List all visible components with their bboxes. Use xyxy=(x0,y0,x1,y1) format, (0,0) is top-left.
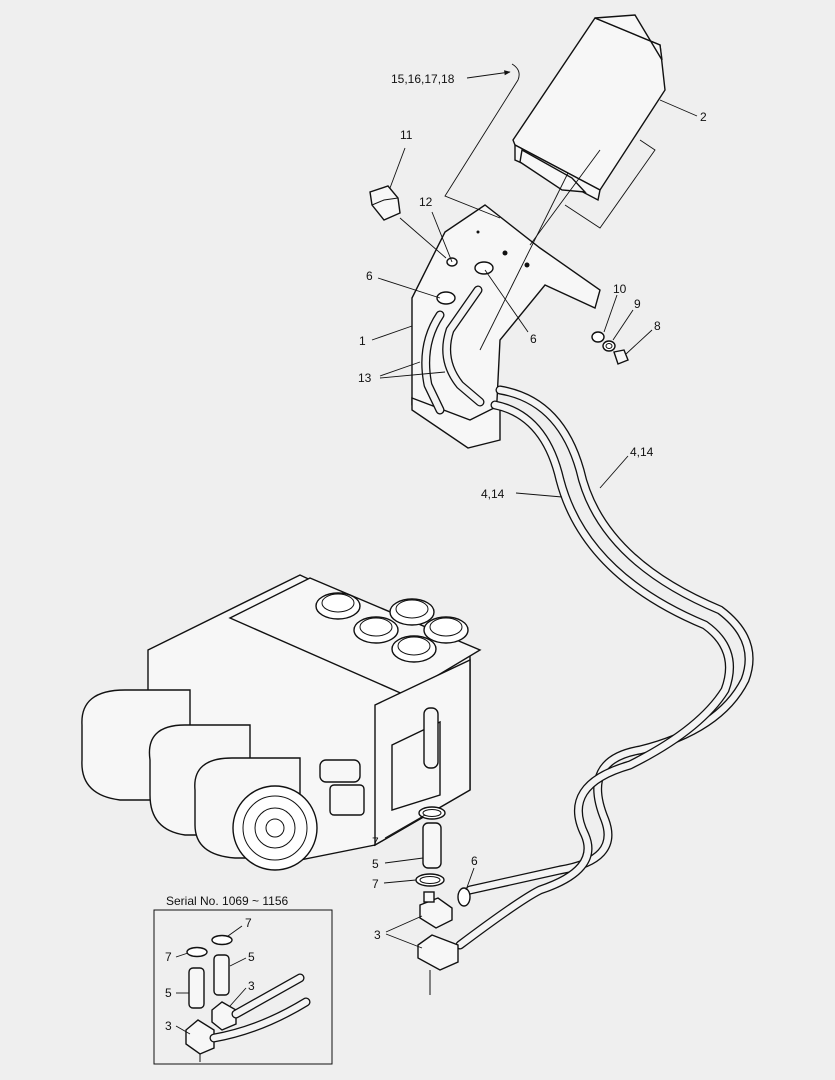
leader-lines xyxy=(371,63,698,949)
callout-13: 13 xyxy=(358,371,372,385)
inset-callout-7-left: 7 xyxy=(165,950,172,964)
hardware-8-9-10 xyxy=(591,331,629,365)
hoses xyxy=(455,385,754,950)
callout-5: 5 xyxy=(372,857,379,871)
cap-part-11 xyxy=(369,185,401,221)
callout-8: 8 xyxy=(654,319,661,333)
reservoir xyxy=(512,14,666,202)
inset-callout-7-right: 7 xyxy=(245,916,252,930)
callout-1: 1 xyxy=(359,334,366,348)
inset-title: Serial No. 1069 ~ 1156 xyxy=(166,894,289,908)
fittings xyxy=(415,806,471,995)
callout-4-14-right: 4,14 xyxy=(630,445,654,459)
callout-9: 9 xyxy=(634,297,641,311)
callout-11: 11 xyxy=(400,128,413,142)
pump-unit xyxy=(81,574,482,871)
callout-10: 10 xyxy=(613,282,627,296)
callout-7-upper: 7 xyxy=(372,835,379,849)
bracket xyxy=(411,204,601,449)
callout-2: 2 xyxy=(700,110,707,124)
inset-callout-5-right: 5 xyxy=(248,950,255,964)
inset-callout-5-left: 5 xyxy=(165,986,172,1000)
callout-4-14-left: 4,14 xyxy=(481,487,505,501)
callout-12: 12 xyxy=(419,195,433,209)
inset-serial-detail: Serial No. 1069 ~ 1156 7 7 5 5 3 3 xyxy=(153,894,333,1065)
inset-callout-3-right: 3 xyxy=(248,979,255,993)
callout-6-right: 6 xyxy=(530,332,537,346)
callout-labels: 15,16,17,18 2 11 12 6 6 1 13 10 9 8 4,14… xyxy=(358,72,707,942)
callout-6-left: 6 xyxy=(366,269,373,283)
callout-15-16-17-18: 15,16,17,18 xyxy=(391,72,455,86)
callout-7-lower: 7 xyxy=(372,877,379,891)
inset-callout-3-left: 3 xyxy=(165,1019,172,1033)
callout-6-lower: 6 xyxy=(471,854,478,868)
callout-3: 3 xyxy=(374,928,381,942)
